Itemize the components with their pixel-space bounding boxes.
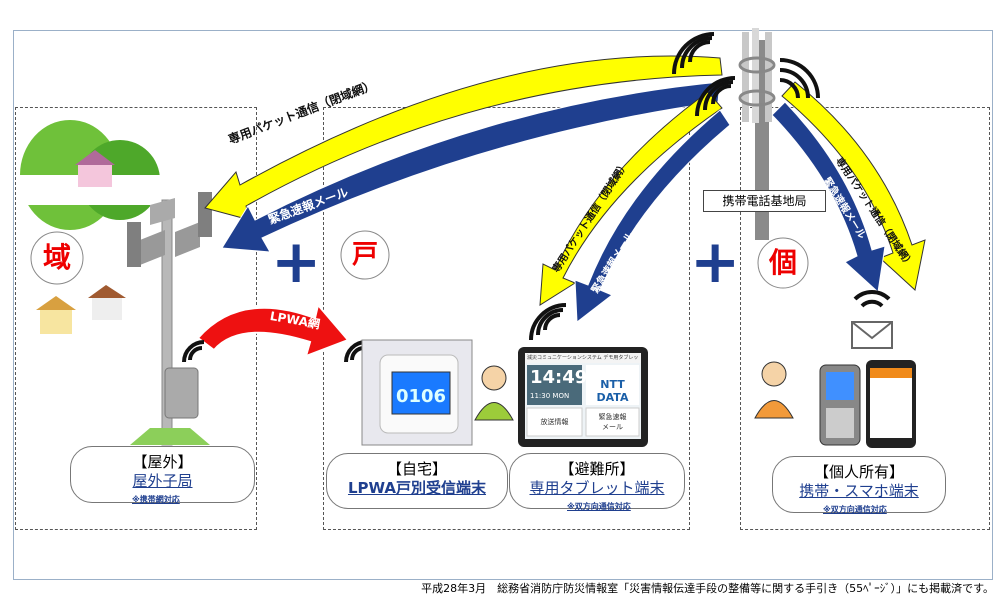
- signal-icon: [695, 76, 736, 117]
- personal-name: 携帯・スマホ端末: [799, 482, 919, 500]
- shelter-note: ※双方向通信対応: [567, 502, 631, 511]
- tablet-title: 減災コミュニケーションシステム デモ用タブレット（A地区）: [527, 355, 639, 361]
- home-circle-char: 戸: [351, 240, 378, 270]
- base-station-label: 携帯電話基地局: [703, 190, 826, 212]
- person-icon: [754, 361, 794, 419]
- plus-icon: +: [690, 227, 741, 297]
- person-icon: [474, 365, 514, 421]
- outdoor-label-box: 【屋外】 屋外子局: [70, 446, 255, 503]
- source-caption: 平成28年3月 総務省消防庁防災情報室「災害情報伝達手段の整備等に関する手引き（…: [421, 582, 994, 595]
- outdoor-header: 【屋外】: [132, 453, 193, 471]
- packet-arrow-personal: [781, 81, 926, 291]
- house-icon: [75, 150, 115, 187]
- personal-header: 【個人所有】: [813, 463, 904, 481]
- smartphone-icon: [866, 360, 916, 448]
- mail-arrow-shelter: [574, 109, 731, 323]
- tablet-brand: NTT DATA: [596, 378, 629, 404]
- personal-note: ※双方向通信対応: [823, 505, 887, 514]
- personal-label-box: 【個人所有】 携帯・スマホ端末: [772, 456, 946, 513]
- packet-arrow-shelter: [539, 91, 723, 306]
- section-personal: [740, 107, 990, 530]
- home-name: LPWA戸別受信端末: [347, 479, 487, 497]
- outdoor-speaker-pole-icon: [127, 192, 212, 446]
- tablet-time: 14:49: [530, 367, 588, 388]
- personal-circle-char: 個: [768, 246, 797, 279]
- mail-arrow-outdoor: [221, 81, 721, 253]
- signal-icon: [672, 32, 715, 75]
- tablet-date: 11:30 MON: [530, 392, 570, 400]
- home-header: 【自宅】: [386, 460, 447, 478]
- tablet-broadcast-button: 放送情報: [540, 418, 569, 426]
- signal-icon: [853, 289, 891, 308]
- signal-icon: [779, 58, 820, 99]
- lpwa-arrow: [196, 302, 350, 358]
- tablet-device: [518, 347, 648, 447]
- house-icon: [36, 296, 76, 334]
- mail-envelope-icon: [851, 321, 893, 349]
- diagram-frame: [13, 30, 993, 580]
- plus-icon: +: [271, 227, 322, 297]
- signal-icon: [529, 303, 567, 341]
- outdoor-name: 屋外子局: [132, 472, 193, 490]
- shelter-name: 専用タブレット端末: [529, 479, 665, 497]
- outdoor-circle-char: 域: [42, 241, 71, 274]
- receiver-screen-time: 0106: [396, 386, 446, 407]
- tablet-mail-button: 緊急速報 メール: [598, 413, 627, 431]
- lpwa-receiver-photo: [361, 339, 473, 446]
- packet-arrow-outdoor: [204, 55, 723, 221]
- outdoor-note: ※携帯網対応: [132, 495, 180, 504]
- home-label-box: 【自宅】 LPWA戸別受信端末: [326, 453, 508, 509]
- house-icon: [88, 285, 126, 320]
- feature-phone-icon: [819, 364, 861, 446]
- shelter-label-box: 【避難所】 専用タブレット端末: [509, 453, 685, 509]
- signal-icon: [182, 340, 205, 363]
- shelter-header: 【避難所】: [559, 460, 635, 478]
